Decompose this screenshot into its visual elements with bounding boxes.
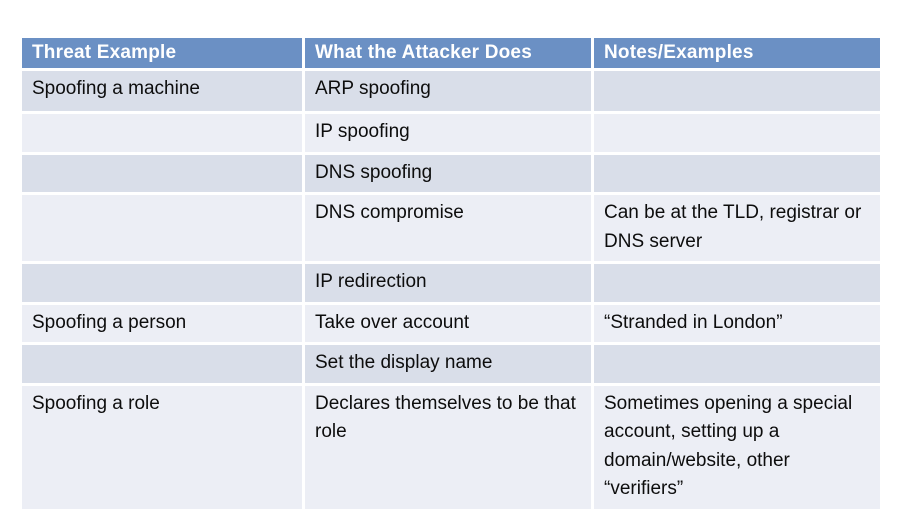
cell-attacker-action: DNS compromise bbox=[302, 192, 594, 264]
table-header-row: Threat Example What the Attacker Does No… bbox=[19, 35, 883, 71]
table-row: Spoofing a person Take over account “Str… bbox=[19, 301, 883, 345]
cell-notes: “Stranded in London” bbox=[591, 301, 883, 345]
cell-attacker-action: IP redirection bbox=[302, 261, 594, 305]
table-row: IP redirection bbox=[19, 261, 883, 305]
cell-notes bbox=[591, 68, 883, 114]
cell-threat-example: Spoofing a role bbox=[19, 382, 305, 512]
cell-threat-example bbox=[19, 342, 305, 386]
cell-notes: Can be at the TLD, registrar or DNS serv… bbox=[591, 192, 883, 264]
cell-attacker-action: DNS spoofing bbox=[302, 151, 594, 195]
table-row: Spoofing a machine ARP spoofing bbox=[19, 68, 883, 114]
cell-notes: Sometimes opening a special account, set… bbox=[591, 382, 883, 512]
header-cell-attacker-does: What the Attacker Does bbox=[302, 35, 594, 71]
cell-attacker-action: Declares themselves to be that role bbox=[302, 382, 594, 512]
table-row: Spoofing a role Declares themselves to b… bbox=[19, 382, 883, 512]
cell-threat-example: Spoofing a person bbox=[19, 301, 305, 345]
table-row: DNS compromise Can be at the TLD, regist… bbox=[19, 192, 883, 264]
cell-attacker-action: Take over account bbox=[302, 301, 594, 345]
cell-notes bbox=[591, 261, 883, 305]
cell-threat-example bbox=[19, 261, 305, 305]
cell-attacker-action: IP spoofing bbox=[302, 111, 594, 155]
cell-threat-example bbox=[19, 111, 305, 155]
header-cell-threat-example: Threat Example bbox=[19, 35, 305, 71]
cell-attacker-action: Set the display name bbox=[302, 342, 594, 386]
table-row: DNS spoofing bbox=[19, 151, 883, 195]
threat-table: Threat Example What the Attacker Does No… bbox=[19, 35, 883, 512]
cell-threat-example bbox=[19, 151, 305, 195]
cell-attacker-action: ARP spoofing bbox=[302, 68, 594, 114]
cell-threat-example bbox=[19, 192, 305, 264]
table-row: Set the display name bbox=[19, 342, 883, 386]
cell-notes bbox=[591, 342, 883, 386]
cell-notes bbox=[591, 111, 883, 155]
header-cell-notes-examples: Notes/Examples bbox=[591, 35, 883, 71]
cell-notes bbox=[591, 151, 883, 195]
cell-threat-example: Spoofing a machine bbox=[19, 68, 305, 114]
table-row: IP spoofing bbox=[19, 111, 883, 155]
